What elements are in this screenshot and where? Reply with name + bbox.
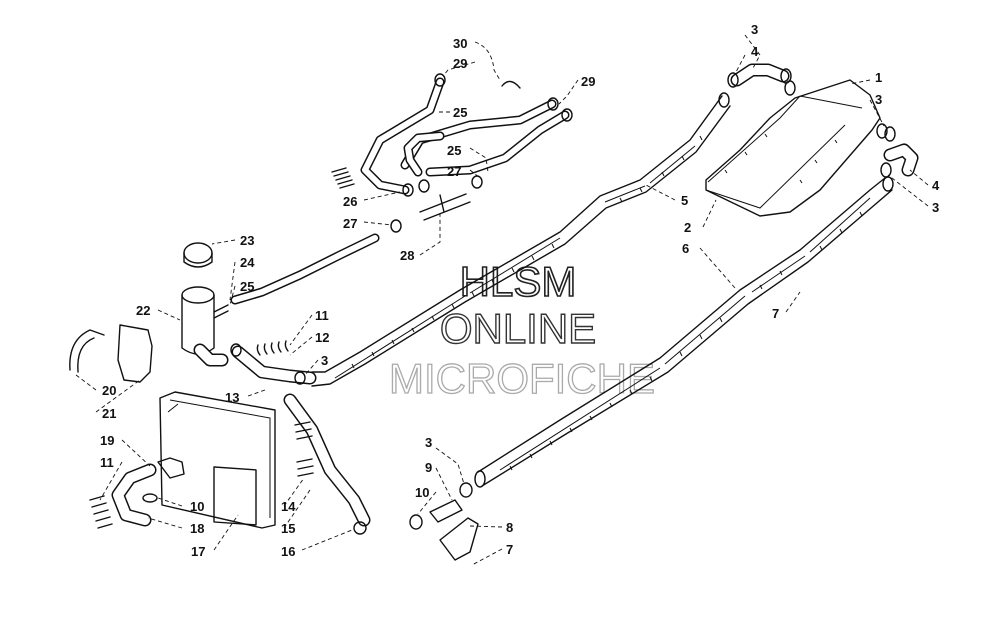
callout-7: 7 [506, 542, 513, 557]
heat-exchanger-rear [474, 176, 894, 488]
callout-25: 25 [240, 279, 254, 294]
lower-left-hose [89, 457, 185, 529]
callout-3: 3 [321, 353, 328, 368]
coolant-hoses-top [230, 73, 573, 305]
callout-labels: 30 29 29 25 25 27 26 27 28 23 24 25 22 1… [100, 22, 940, 559]
callout-3: 3 [932, 200, 939, 215]
callout-6: 6 [682, 241, 689, 256]
callout-16: 16 [281, 544, 295, 559]
callout-10: 10 [415, 485, 429, 500]
callout-25: 25 [447, 143, 461, 158]
callout-15: 15 [281, 521, 295, 536]
callout-27: 27 [343, 216, 357, 231]
callout-23: 23 [240, 233, 254, 248]
callout-30: 30 [453, 36, 467, 51]
bracket-20-21 [69, 324, 153, 383]
callout-4: 4 [751, 44, 759, 59]
callout-11: 11 [315, 308, 329, 323]
callout-17: 17 [191, 544, 205, 559]
callout-27: 27 [447, 164, 461, 179]
callout-26: 26 [343, 194, 357, 209]
callout-3: 3 [875, 92, 882, 107]
callout-25: 25 [453, 105, 467, 120]
watermark: HLSM ONLINE MICROFICHE [388, 257, 655, 402]
callout-9: 9 [425, 460, 432, 475]
callout-18: 18 [190, 521, 204, 536]
callout-29: 29 [453, 56, 467, 71]
callout-4: 4 [932, 178, 940, 193]
callout-13: 13 [225, 390, 239, 405]
callout-1: 1 [875, 70, 882, 85]
callout-21: 21 [102, 406, 116, 421]
watermark-line-2: ONLINE [440, 305, 596, 352]
callout-20: 20 [102, 383, 116, 398]
callout-10: 10 [190, 499, 204, 514]
callout-5: 5 [681, 193, 688, 208]
callout-11: 11 [100, 455, 114, 470]
elbow-hoses-upper [727, 63, 919, 178]
callout-28: 28 [400, 248, 414, 263]
hose-reservoir-to-exchanger [230, 343, 317, 385]
watermark-line-3: MICROFICHE [389, 355, 655, 402]
callout-2: 2 [684, 220, 691, 235]
callout-29: 29 [581, 74, 595, 89]
heat-exchanger-front [311, 92, 731, 387]
callout-19: 19 [100, 433, 114, 448]
callout-7: 7 [772, 306, 779, 321]
callout-8: 8 [506, 520, 513, 535]
callout-14: 14 [281, 499, 296, 514]
callout-12: 12 [315, 330, 329, 345]
callout-3: 3 [751, 22, 758, 37]
heat-exchanger-top-panel [705, 79, 888, 217]
watermark-line-1: HLSM [460, 258, 577, 305]
spring-12 [256, 340, 289, 356]
radiator-shroud [159, 391, 276, 529]
callout-22: 22 [136, 303, 150, 318]
leader-lines [75, 34, 929, 566]
lower-hose-14 [283, 393, 371, 535]
callout-24: 24 [240, 255, 255, 270]
coolant-reservoir [181, 242, 229, 367]
callout-3: 3 [425, 435, 432, 450]
spring-26 [331, 167, 355, 189]
small-parts-8-9-10 [409, 482, 479, 561]
